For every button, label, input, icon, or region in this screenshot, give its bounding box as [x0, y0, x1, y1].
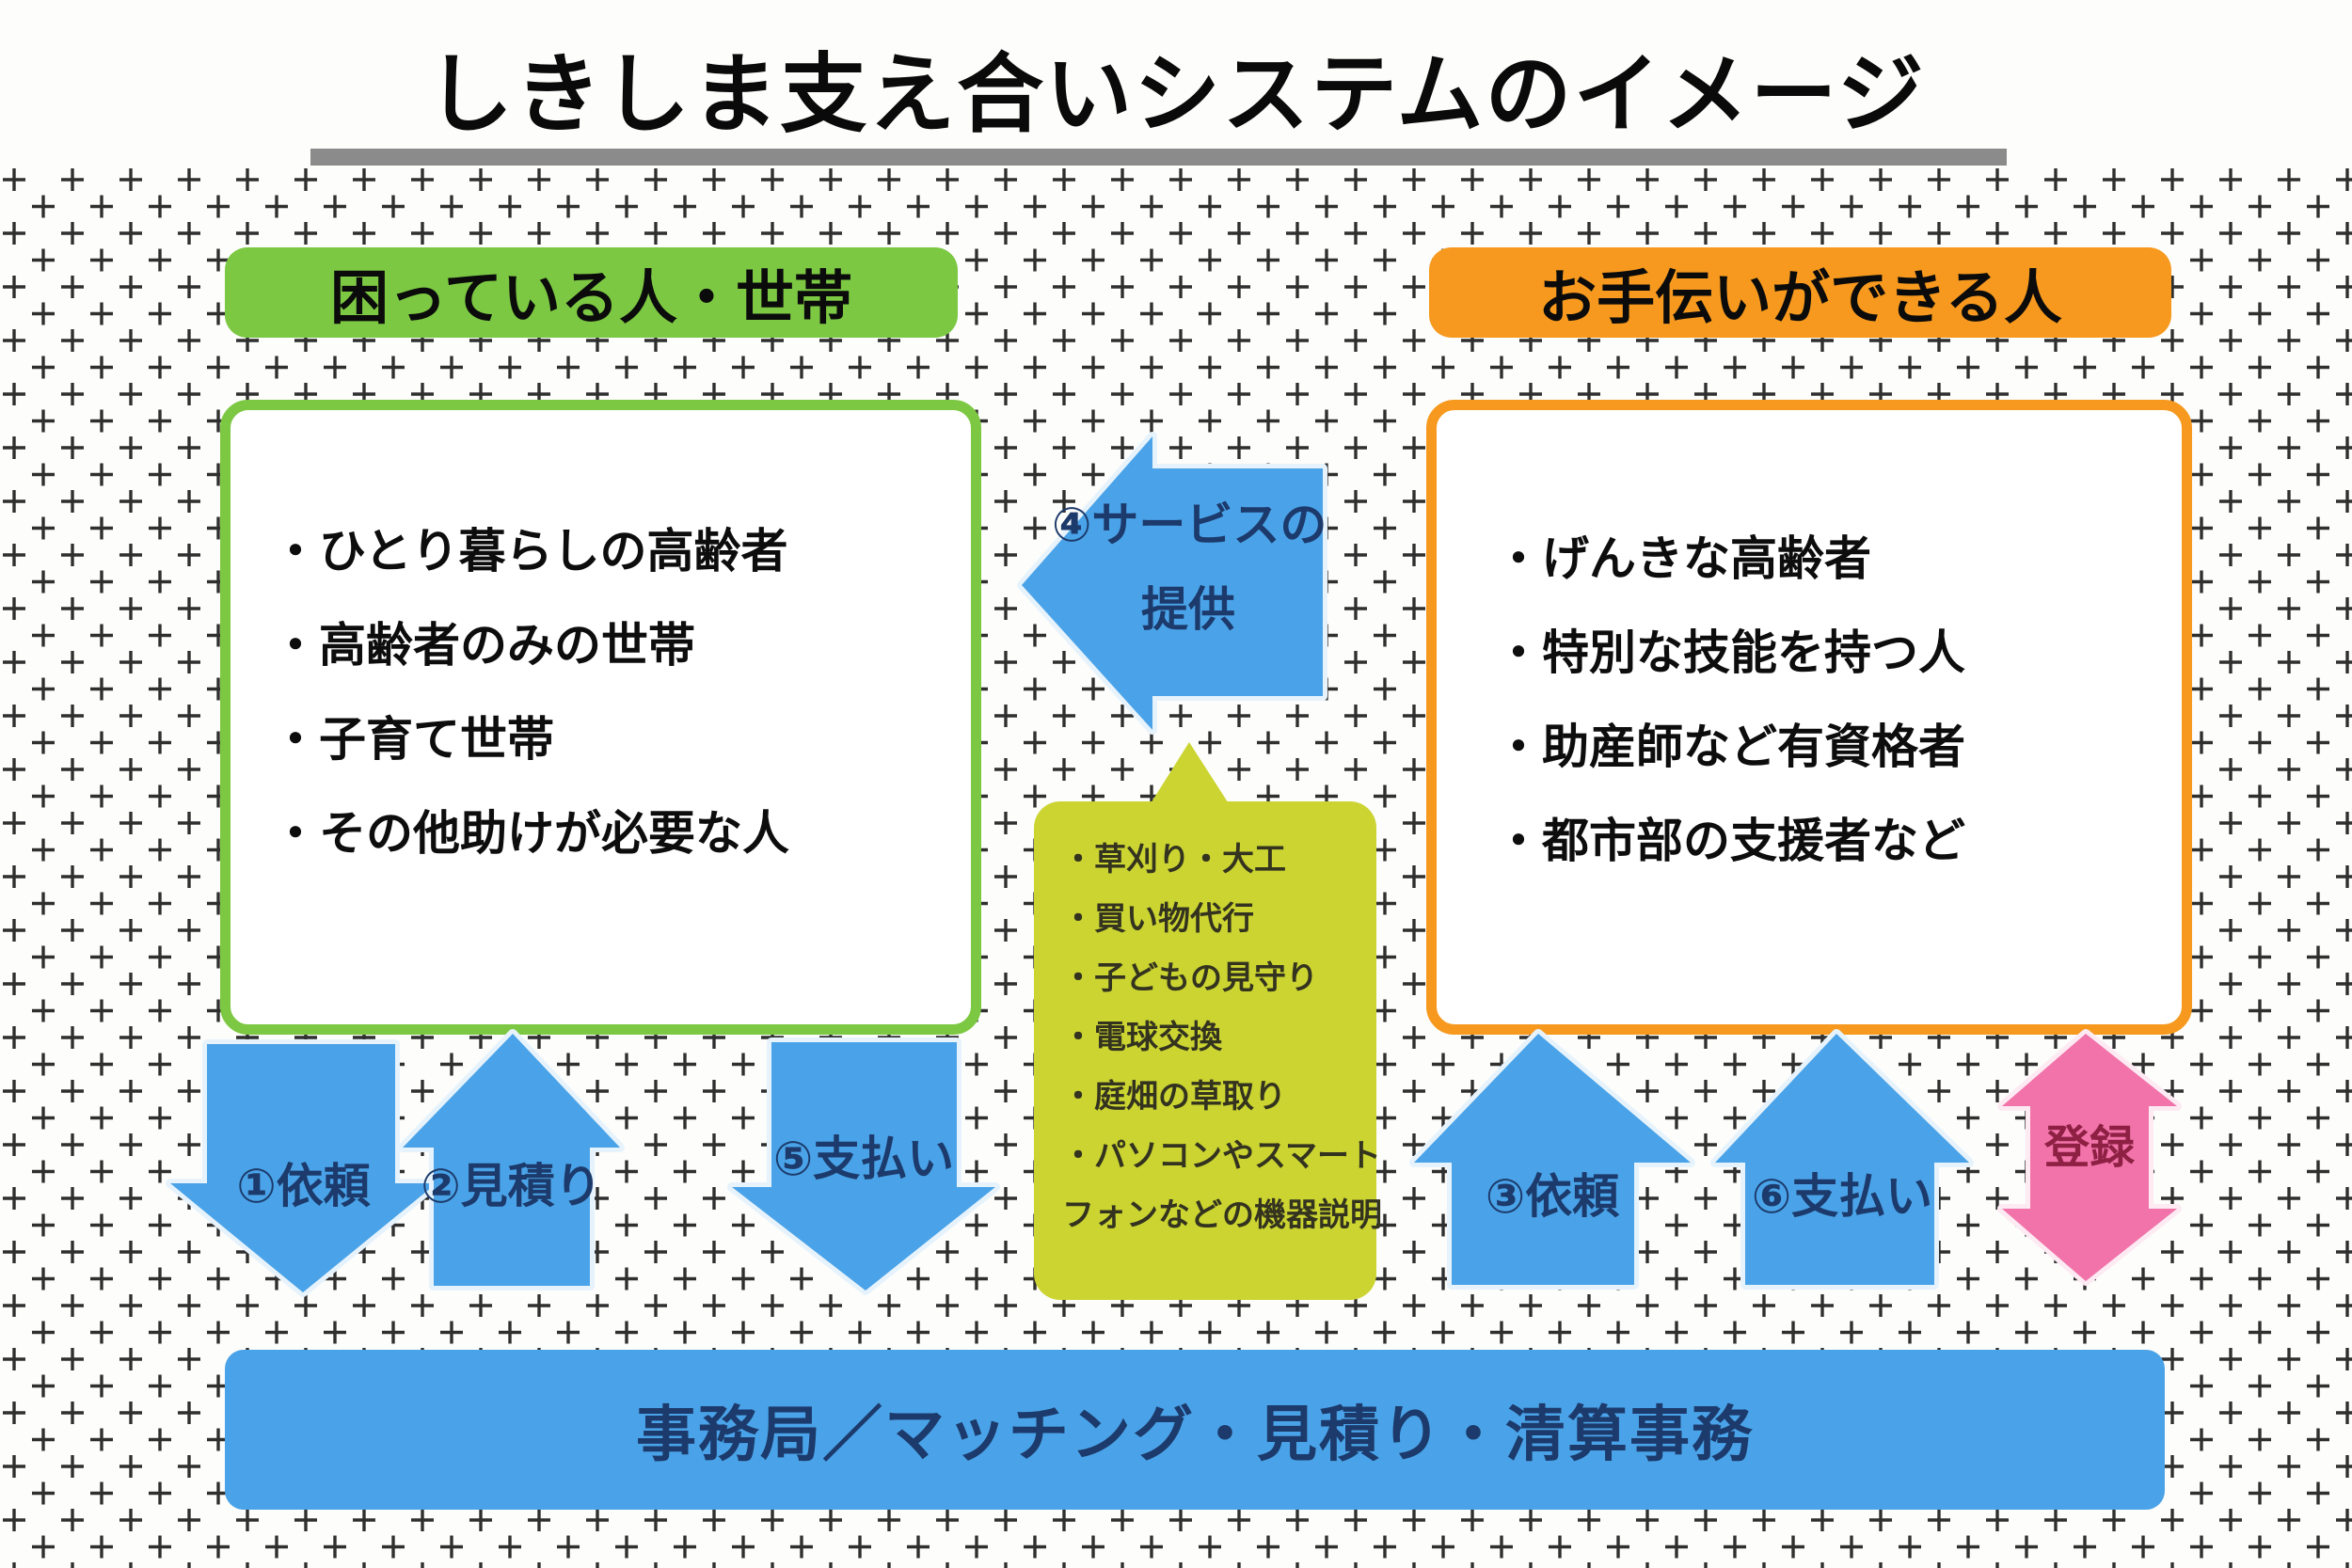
right-panel-item: ・助産師など有資格者 [1495, 720, 1965, 774]
right-panel-box: ・げんきな高齢者 ・特別な技能を持つ人 ・助産師など有資格者 ・都市部の支援者な… [1426, 400, 2192, 1035]
arrow-payment-left-label: ⑤支払い [772, 1132, 955, 1186]
left-panel-item: ・子育て世帯 [272, 712, 554, 767]
up-arrow-icon [398, 1029, 625, 1291]
service-provision-arrow: ④サービスの 提供 [1017, 432, 1327, 735]
left-panel-box: ・ひとり暮らしの高齢者 ・高齢者のみの世帯 ・子育て世帯 ・その他助けが必要な人 [220, 400, 981, 1035]
service-item: ・電球交換 [1062, 1019, 1222, 1056]
left-arrow-icon [1017, 432, 1327, 735]
right-panel-item: ・げんきな高齢者 [1495, 531, 1871, 586]
left-panel-item: ・高齢者のみの世帯 [272, 618, 695, 673]
arrow-request-left-label: ①依頼 [236, 1159, 371, 1213]
arrow-payment-right: ⑥支払い [1710, 1029, 1974, 1290]
right-panel-header: お手伝いができる人 [1429, 247, 2171, 338]
service-item: ・子どもの見守り [1062, 959, 1318, 997]
up-arrow-icon [1409, 1029, 1695, 1290]
left-panel-header: 困っている人・世帯 [225, 247, 958, 338]
down-arrow-icon [727, 1037, 1000, 1295]
arrow-estimate: ②見積り [398, 1029, 625, 1291]
arrow-register: 登録 [1997, 1029, 2182, 1286]
speech-bubble-icon [1034, 742, 1376, 1300]
arrow-request-right: ③依頼 [1409, 1029, 1695, 1290]
left-panel-items: ・ひとり暮らしの高齢者 ・高齢者のみの世帯 ・子育て世帯 ・その他助けが必要な人 [272, 504, 789, 880]
left-panel-item: ・ひとり暮らしの高齢者 [272, 524, 788, 578]
arrow-payment-right-label: ⑥支払い [1751, 1169, 1933, 1224]
right-panel-item: ・特別な技能を持つ人 [1495, 626, 1965, 680]
arrow-estimate-label: ②見積り [421, 1159, 602, 1213]
service-arrow-label-line1: ④サービスの [1052, 498, 1327, 552]
arrow-payment-left: ⑤支払い [727, 1037, 1000, 1295]
double-arrow-icon [1997, 1029, 2182, 1286]
left-panel-item: ・その他助けが必要な人 [272, 806, 789, 861]
service-item: ・パソコンやスマート [1062, 1137, 1381, 1175]
arrow-request-right-label: ③依頼 [1485, 1169, 1620, 1224]
title-underline [310, 149, 2007, 166]
right-panel-item: ・都市部の支援者など [1495, 814, 1965, 868]
services-bubble-items: ・草刈り・大工 ・買い物代行 ・子どもの見守り ・電球交換 ・庭畑の草取り ・パ… [1062, 831, 1382, 1245]
service-item: ・買い物代行 [1062, 900, 1254, 938]
service-item: ・草刈り・大工 [1062, 841, 1286, 879]
arrow-register-label: 登録 [2043, 1121, 2135, 1174]
service-item: フォンなどの機器説明 [1062, 1196, 1382, 1234]
office-bar: 事務局／マッチング・見積り・清算事務 [225, 1350, 2165, 1510]
page-title: しきしま支え合いシステムのイメージ [426, 44, 1926, 145]
right-panel-items: ・げんきな高齢者 ・特別な技能を持つ人 ・助産師など有資格者 ・都市部の支援者な… [1495, 512, 1965, 888]
arrow-request-left: ①依頼 [166, 1039, 441, 1297]
service-item: ・庭畑の草取り [1062, 1078, 1286, 1116]
services-bubble: ・草刈り・大工 ・買い物代行 ・子どもの見守り ・電球交換 ・庭畑の草取り ・パ… [1034, 738, 1382, 1300]
up-arrow-icon [1710, 1029, 1974, 1290]
down-arrow-icon [166, 1039, 441, 1297]
service-arrow-label-line2: 提供 [1141, 582, 1235, 637]
